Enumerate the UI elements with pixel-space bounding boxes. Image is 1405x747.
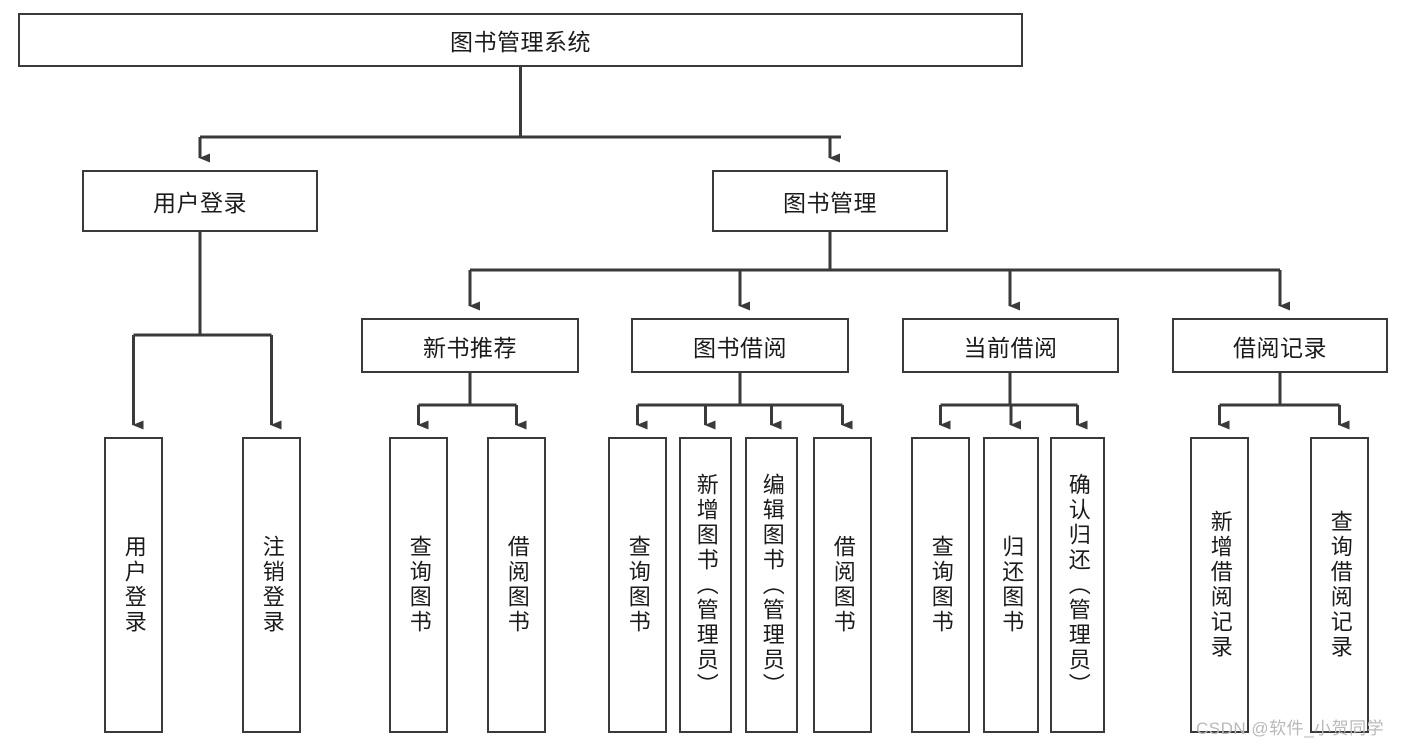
leaf-label: 注销登录 xyxy=(259,535,285,635)
node-borrow-record[interactable]: 借阅记录 xyxy=(1172,318,1388,373)
node-current-borrow[interactable]: 当前借阅 xyxy=(902,318,1119,373)
leaf-user-login[interactable]: 用户登录 xyxy=(104,437,163,733)
node-borrow-record-label: 借阅记录 xyxy=(1233,334,1327,361)
leaf-query-book-3[interactable]: 查询图书 xyxy=(911,437,970,733)
leaf-label: 借阅图书 xyxy=(830,535,856,635)
leaf-user-logout[interactable]: 注销登录 xyxy=(242,437,301,733)
node-root-label: 图书管理系统 xyxy=(450,29,591,55)
node-book-management[interactable]: 图书管理 xyxy=(712,170,948,232)
node-book-borrow-label: 图书借阅 xyxy=(693,334,787,361)
leaf-label: 查询图书 xyxy=(928,535,954,635)
node-root[interactable]: 图书管理系统 xyxy=(18,13,1023,67)
leaf-label: 查询图书 xyxy=(406,535,432,635)
leaf-label: 编辑图书（管理员） xyxy=(759,472,785,698)
leaf-query-book-2[interactable]: 查询图书 xyxy=(608,437,667,733)
leaf-borrow-book-2[interactable]: 借阅图书 xyxy=(813,437,872,733)
node-user-login[interactable]: 用户登录 xyxy=(82,170,318,232)
node-new-book-recommend-label: 新书推荐 xyxy=(423,334,517,361)
leaf-query-book-1[interactable]: 查询图书 xyxy=(389,437,448,733)
leaf-label: 确认归还（管理员） xyxy=(1065,472,1091,698)
leaf-label: 借阅图书 xyxy=(504,535,530,635)
leaf-label: 用户登录 xyxy=(121,535,147,635)
leaf-borrow-book-1[interactable]: 借阅图书 xyxy=(487,437,546,733)
leaf-label: 查询借阅记录 xyxy=(1327,510,1353,660)
node-new-book-recommend[interactable]: 新书推荐 xyxy=(361,318,579,373)
node-book-management-label: 图书管理 xyxy=(783,190,877,216)
leaf-return-book[interactable]: 归还图书 xyxy=(983,437,1039,733)
leaf-label: 新增借阅记录 xyxy=(1207,510,1233,660)
node-book-borrow[interactable]: 图书借阅 xyxy=(631,318,849,373)
node-user-login-label: 用户登录 xyxy=(153,190,247,216)
leaf-edit-book-admin[interactable]: 编辑图书（管理员） xyxy=(745,437,798,733)
leaf-label: 查询图书 xyxy=(625,535,651,635)
leaf-query-borrow-record[interactable]: 查询借阅记录 xyxy=(1310,437,1369,733)
csdn-watermark: CSDN @软件_小贺同学 xyxy=(1196,719,1385,738)
leaf-confirm-return-admin[interactable]: 确认归还（管理员） xyxy=(1050,437,1105,733)
leaf-label: 新增图书（管理员） xyxy=(693,472,719,698)
leaf-add-book-admin[interactable]: 新增图书（管理员） xyxy=(679,437,732,733)
leaf-label: 归还图书 xyxy=(999,535,1025,635)
node-current-borrow-label: 当前借阅 xyxy=(963,334,1058,361)
leaf-add-borrow-record[interactable]: 新增借阅记录 xyxy=(1190,437,1249,733)
